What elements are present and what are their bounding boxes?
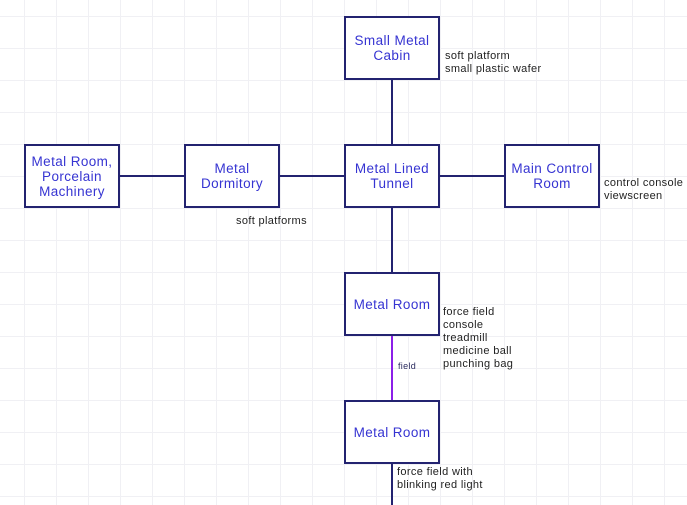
room-metal-room-south[interactable]: Metal Room bbox=[344, 400, 440, 464]
room-name: Metal Room, Porcelain Machinery bbox=[31, 153, 113, 199]
objects-small-metal-cabin: soft platform small plastic wafer bbox=[445, 50, 542, 75]
room-small-metal-cabin[interactable]: Small Metal Cabin bbox=[344, 16, 440, 80]
connection-tunnel-room[interactable] bbox=[391, 208, 393, 272]
room-main-control-room[interactable]: Main Control Room bbox=[504, 144, 600, 208]
objects-metal-dormitory: soft platforms bbox=[236, 215, 307, 227]
room-name: Metal Lined Tunnel bbox=[354, 161, 430, 191]
room-metal-room-porcelain-machinery[interactable]: Metal Room, Porcelain Machinery bbox=[24, 144, 120, 208]
connection-dormitory-tunnel[interactable] bbox=[280, 175, 344, 177]
connection-room-south-exit[interactable] bbox=[391, 464, 393, 505]
room-metal-room-gym[interactable]: Metal Room bbox=[344, 272, 440, 336]
connection-cabin-tunnel[interactable] bbox=[391, 80, 393, 144]
room-name: Metal Room bbox=[353, 296, 431, 312]
room-name: Small Metal Cabin bbox=[354, 33, 430, 63]
connection-label-field: field bbox=[398, 361, 417, 371]
connection-field[interactable] bbox=[391, 336, 393, 400]
objects-metal-room-south: force field with blinking red light bbox=[397, 466, 483, 491]
room-name: Metal Dormitory bbox=[200, 161, 264, 191]
objects-metal-room-gym: force field console treadmill medicine b… bbox=[443, 306, 514, 370]
room-name: Main Control Room bbox=[511, 161, 593, 191]
room-metal-dormitory[interactable]: Metal Dormitory bbox=[184, 144, 280, 208]
objects-main-control-room: control console viewscreen bbox=[604, 177, 684, 202]
room-name: Metal Room bbox=[353, 424, 431, 440]
connection-machinery-dormitory[interactable] bbox=[120, 175, 184, 177]
room-metal-lined-tunnel[interactable]: Metal Lined Tunnel bbox=[344, 144, 440, 208]
connection-tunnel-control[interactable] bbox=[440, 175, 504, 177]
